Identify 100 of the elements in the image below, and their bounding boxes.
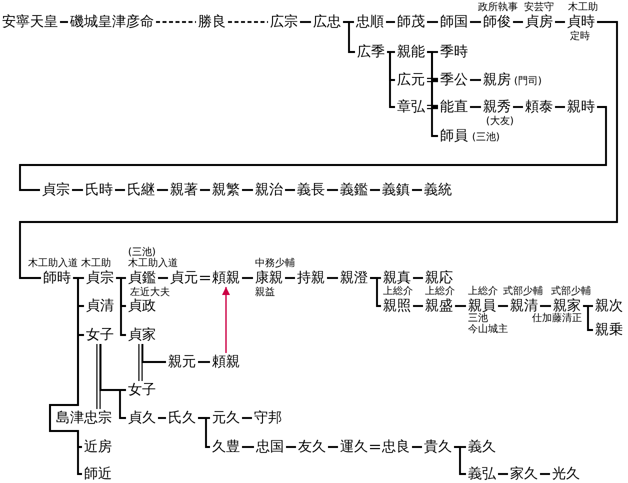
- annotation-text: 定時: [570, 30, 590, 42]
- person-name: 貞房: [525, 15, 553, 29]
- person-name: 親時: [567, 100, 595, 114]
- person-name: 頼泰: [525, 100, 553, 114]
- annotation-text: 木工助: [81, 258, 111, 268]
- annotation-text: 式部少輔: [503, 286, 543, 296]
- person-name: 勝良: [198, 15, 226, 29]
- connector-line: [285, 277, 295, 279]
- connector-line: [328, 446, 338, 448]
- person-name: 久豊: [212, 440, 240, 454]
- person-name: 光久: [552, 467, 580, 481]
- person-name: 頼親: [212, 271, 240, 285]
- connector-line: [412, 189, 422, 191]
- connector-line: [386, 21, 395, 23]
- person-name: 親能: [397, 45, 425, 59]
- person-name: 安寧天皇: [2, 15, 58, 29]
- double-line: [138, 343, 143, 382]
- connector-line: [327, 277, 338, 279]
- connector-line: [116, 277, 126, 336]
- person-name: 親真: [383, 271, 411, 285]
- person-name: 忠順: [356, 15, 384, 29]
- connector-line: [540, 305, 551, 307]
- connector-line: [198, 417, 210, 448]
- connector-line: [72, 189, 83, 191]
- connector-line: [513, 106, 523, 108]
- person-name: 広宗: [270, 15, 298, 29]
- person-name: 運久: [340, 440, 368, 454]
- person-name: 季時: [440, 45, 468, 59]
- annotation-text: 木工助入道: [128, 258, 178, 268]
- connector-line: [141, 344, 166, 363]
- person-name: 師茂: [397, 15, 425, 29]
- double-line: [426, 78, 439, 82]
- connector-line: [413, 305, 423, 307]
- double-line: [199, 276, 211, 280]
- connector-line: [387, 51, 395, 108]
- person-name: 貞宗: [86, 271, 114, 285]
- connector-line: [198, 361, 210, 363]
- person-name: 義統: [424, 183, 452, 197]
- connector-line: [412, 446, 422, 448]
- person-name: 貞久: [128, 411, 156, 425]
- connector-line: [242, 277, 253, 279]
- annotation-text: 中務少輔: [255, 258, 295, 268]
- connector-line: [470, 21, 481, 23]
- annotation-text: (大友): [486, 116, 514, 126]
- connector-line: [583, 305, 593, 331]
- annotation-text: 上総介: [425, 286, 455, 296]
- person-name: 親応: [425, 271, 453, 285]
- connector-line: [300, 21, 311, 23]
- dotted-line: [228, 21, 268, 23]
- person-name: 親澄: [340, 271, 368, 285]
- annotation-text: 上総介: [468, 286, 498, 296]
- connector-line: [498, 473, 508, 475]
- annotation-text: (門司): [514, 76, 542, 86]
- person-name: 親乗: [595, 323, 623, 337]
- connector-line: [454, 446, 466, 475]
- annotation-text: 木工助: [568, 2, 598, 12]
- connector-line: [157, 189, 168, 191]
- person-name: 守邦: [254, 411, 282, 425]
- double-line: [369, 444, 381, 450]
- person-name: 師時: [43, 271, 71, 285]
- person-name: 貞鑑: [128, 271, 156, 285]
- person-name: 親繁: [212, 183, 240, 197]
- dotted-line: [156, 21, 196, 23]
- person-name: 家久: [510, 467, 538, 481]
- annotation-text: 上総介: [383, 286, 413, 296]
- person-name: 磯城皇津彦命: [70, 15, 154, 29]
- annotation-text: 今山城主: [468, 324, 508, 334]
- arrow: [222, 287, 230, 353]
- connector-line: [455, 305, 466, 307]
- connector-line: [540, 473, 550, 475]
- connector-line: [19, 21, 618, 279]
- connector-line: [370, 189, 380, 191]
- person-name: 女子: [86, 328, 114, 342]
- person-name: 忠良: [382, 440, 410, 454]
- person-name: 義久: [468, 440, 496, 454]
- annotation-text: 親益: [255, 286, 275, 298]
- person-name: 氏継: [127, 183, 155, 197]
- person-name: 広元: [397, 73, 425, 87]
- connector-line: [242, 417, 252, 419]
- person-name: 貴久: [424, 440, 452, 454]
- person-name: 近房: [84, 440, 112, 454]
- person-name: 親清: [510, 299, 538, 313]
- connector-line: [327, 189, 338, 191]
- connector-line: [99, 344, 126, 419]
- person-name: 親照: [383, 299, 411, 313]
- person-name: 持親: [297, 271, 325, 285]
- person-name: 能直: [440, 100, 468, 114]
- person-name: 師近: [84, 467, 112, 481]
- person-name: 貞清: [86, 299, 114, 313]
- person-name: 親秀: [483, 100, 511, 114]
- connector-line: [242, 446, 254, 448]
- person-name: 師員: [440, 129, 468, 143]
- person-name: 氏時: [85, 183, 113, 197]
- person-name: 章弘: [397, 100, 425, 114]
- annotation-text: 仕加藤清正: [532, 312, 582, 324]
- person-name: 親元: [168, 355, 196, 369]
- person-name: 女子: [128, 383, 156, 397]
- person-name: 氏久: [168, 411, 196, 425]
- person-name: 親家: [553, 299, 581, 313]
- person-name: 師俊: [483, 15, 511, 29]
